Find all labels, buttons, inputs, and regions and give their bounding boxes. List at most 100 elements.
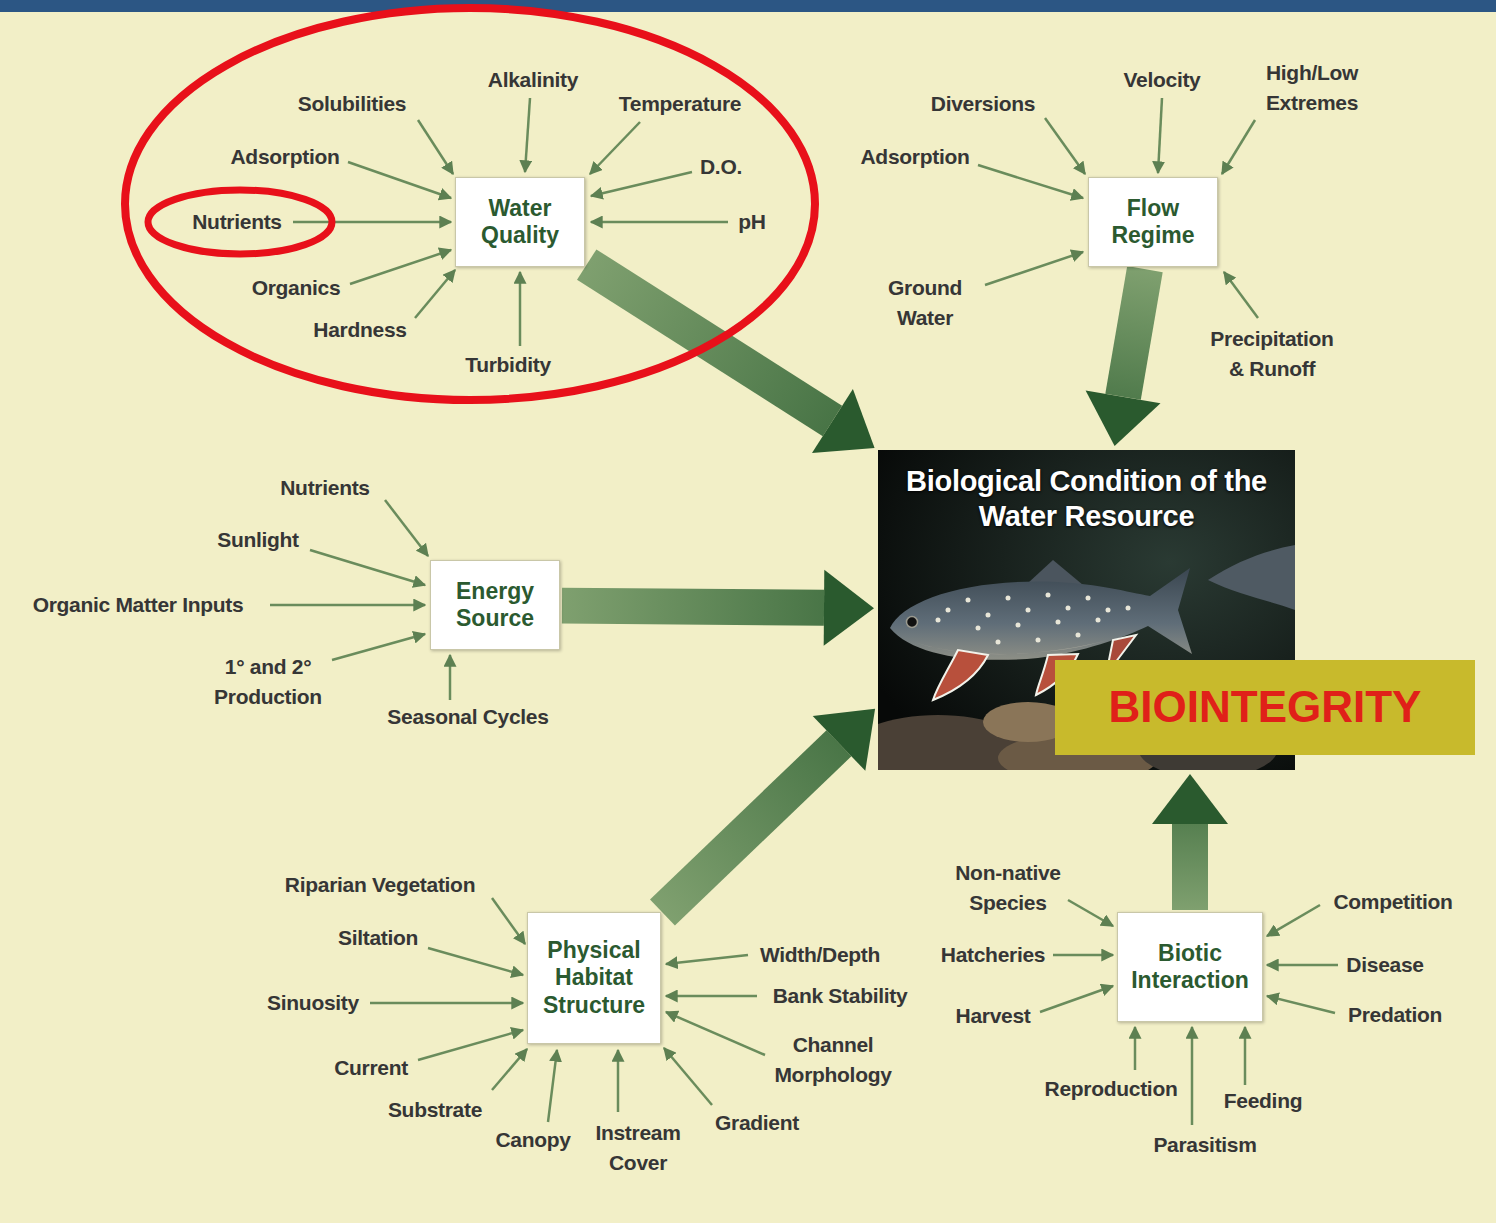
factor-label: Hardness [313, 315, 406, 345]
leader-arrow [418, 1030, 523, 1060]
box-title: Flow Regime [1099, 195, 1207, 250]
factor-label: Parasitism [1153, 1130, 1256, 1160]
leader-arrow [666, 995, 757, 998]
factor-label: D.O. [700, 152, 742, 182]
leader-arrow [666, 955, 748, 964]
resource-box: Biological Condition of the Water Resour… [878, 450, 1295, 770]
leader-arrow [664, 1048, 712, 1105]
box-title: Biotic Interaction [1128, 940, 1252, 995]
factor-label: Reproduction [1045, 1074, 1178, 1104]
trout-belly [908, 640, 1108, 654]
leader-arrow [332, 634, 425, 660]
leader-arrow [666, 1012, 765, 1055]
highlight-ellipse [148, 190, 332, 254]
factor-label: Diversions [931, 89, 1035, 119]
factor-label: Harvest [956, 1001, 1031, 1031]
factor-label: Velocity [1124, 65, 1201, 95]
header-bar [0, 0, 1496, 12]
leader-arrow [1045, 118, 1085, 174]
leader-arrow [1191, 1027, 1194, 1125]
leader-arrow [519, 272, 522, 346]
leader-arrow [1134, 1027, 1137, 1070]
factor-label: Sunlight [217, 525, 299, 555]
factor-label: pH [738, 207, 765, 237]
factor-box: Energy Source [430, 560, 560, 650]
dorsal-fin [1028, 560, 1083, 585]
pectoral-fin [933, 650, 988, 700]
leader-arrow [1267, 964, 1338, 967]
arrow-shaft [562, 588, 824, 626]
leader-arrow [617, 1050, 620, 1112]
factor-label: Predation [1348, 1000, 1442, 1030]
factor-label: Organic Matter Inputs [33, 590, 244, 620]
resource-title: Biological Condition of the Water Resour… [896, 464, 1277, 534]
leader-arrow [978, 165, 1083, 198]
factor-label: Riparian Vegetation [285, 870, 475, 900]
factor-label: Precipitation & Runoff [1205, 324, 1340, 385]
leader-arrow [385, 500, 428, 556]
leader-arrow [1267, 996, 1335, 1013]
flow-arrow [650, 709, 875, 926]
arrow-shaft [650, 730, 851, 925]
leader-arrow [293, 221, 451, 224]
box-title: Physical Habitat Structure [538, 937, 650, 1020]
factor-label: Canopy [495, 1125, 570, 1155]
leader-arrow [270, 604, 425, 607]
arrow-head [1152, 774, 1228, 824]
factor-box: Water Quality [455, 177, 585, 267]
factor-label: Gradient [715, 1108, 799, 1138]
highlight-ellipse [125, 8, 815, 400]
factor-box: Physical Habitat Structure [527, 912, 661, 1045]
factor-label: Sinuosity [267, 988, 359, 1018]
factor-label: Channel Morphology [768, 1030, 898, 1091]
factor-label: Alkalinity [488, 65, 578, 95]
flow-arrow [577, 249, 875, 453]
second-fish [1208, 545, 1295, 610]
trout-spots [936, 593, 1131, 645]
leader-arrow [1244, 1027, 1247, 1085]
box-title: Energy Source [441, 578, 549, 633]
factor-label: Competition [1333, 887, 1452, 917]
leader-arrow [348, 162, 451, 198]
leader-arrow [591, 172, 692, 196]
factor-label: High/Low Extremes [1257, 58, 1367, 119]
leader-arrow [985, 252, 1083, 285]
arrow-shaft [1172, 824, 1208, 910]
leader-arrow [1267, 905, 1320, 936]
leader-arrow [1224, 272, 1258, 318]
arrow-head [813, 709, 875, 771]
flow-arrow [1152, 774, 1228, 910]
factor-label: Feeding [1224, 1086, 1302, 1116]
arrow-shaft [1105, 266, 1162, 400]
factor-label: Instream Cover [588, 1118, 688, 1179]
factor-label: Temperature [619, 89, 741, 119]
factor-label: 1° and 2° Production [209, 652, 327, 713]
factor-box: Flow Regime [1088, 177, 1218, 267]
leader-arrow [1158, 98, 1162, 173]
factor-label: Hatcheries [941, 940, 1045, 970]
leader-arrow [1222, 120, 1255, 174]
leader-arrow [1040, 986, 1113, 1012]
trout-eye [907, 617, 918, 628]
flow-arrow [562, 570, 874, 646]
factor-label: Ground Water [880, 273, 970, 334]
arrow-head [824, 570, 874, 646]
box-title: Water Quality [466, 195, 574, 250]
leader-arrow [415, 270, 455, 318]
leader-arrow [525, 98, 530, 172]
trout-body [890, 568, 1192, 660]
leader-arrow [428, 948, 523, 975]
leader-arrow [350, 250, 451, 284]
leader-arrow [590, 122, 640, 174]
factor-label: Current [334, 1053, 408, 1083]
factor-label: Adsorption [231, 142, 340, 172]
leader-arrow [418, 120, 453, 174]
factor-label: Disease [1346, 950, 1423, 980]
leader-arrow [548, 1050, 557, 1122]
factor-box: Biotic Interaction [1117, 912, 1263, 1022]
factor-label: Solubilities [298, 89, 406, 119]
badge-text: BIOINTEGRITY [1109, 681, 1422, 734]
leader-arrow [591, 221, 728, 224]
factor-label: Bank Stability [773, 981, 908, 1011]
factor-label: Substrate [388, 1095, 482, 1125]
